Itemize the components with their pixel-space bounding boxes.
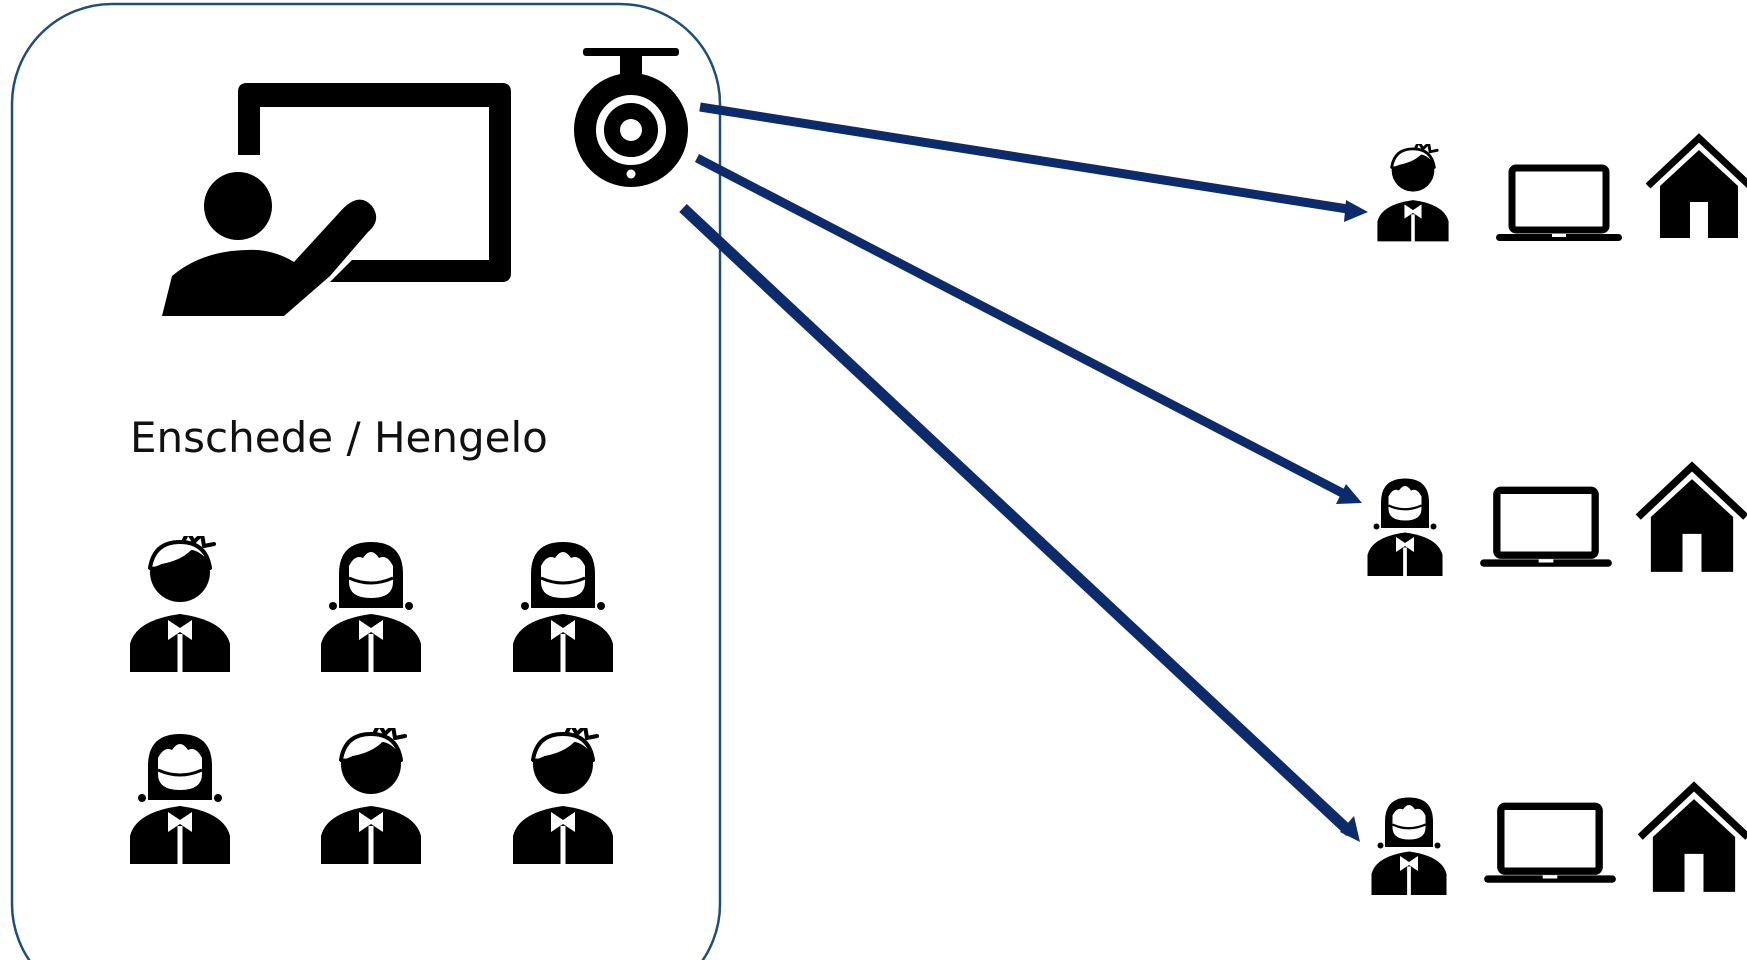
boy-student-icon <box>1376 144 1450 242</box>
girl-student-icon <box>1370 796 1448 896</box>
home-icon <box>1648 138 1747 238</box>
stream-arrow-2 <box>694 154 1362 504</box>
home-icon <box>1638 466 1746 571</box>
stream-arrow-1 <box>699 102 1368 222</box>
laptop-icon <box>1484 806 1616 882</box>
stream-arrows <box>679 102 1368 842</box>
boy-student-icon <box>319 728 423 864</box>
girl-student-icon <box>319 540 423 672</box>
webcam-icon <box>574 48 688 187</box>
girl-student-icon <box>511 540 615 672</box>
laptop-icon <box>1496 168 1622 241</box>
classroom-students <box>128 536 615 864</box>
teacher-at-board-icon <box>162 83 511 316</box>
home-icon <box>1640 786 1747 891</box>
boy-student-icon <box>128 536 232 672</box>
boy-student-icon <box>511 728 615 864</box>
remote-student-row-2 <box>1366 466 1746 577</box>
location-label: Enschede / Hengelo <box>130 413 548 462</box>
classroom-boundary <box>10 2 722 960</box>
girl-student-icon <box>1366 477 1444 577</box>
girl-student-icon <box>128 732 232 864</box>
remote-student-row-3 <box>1370 786 1747 896</box>
remote-student-row-1 <box>1376 138 1747 242</box>
laptop-icon <box>1480 490 1612 566</box>
stream-arrow-3 <box>679 203 1360 842</box>
